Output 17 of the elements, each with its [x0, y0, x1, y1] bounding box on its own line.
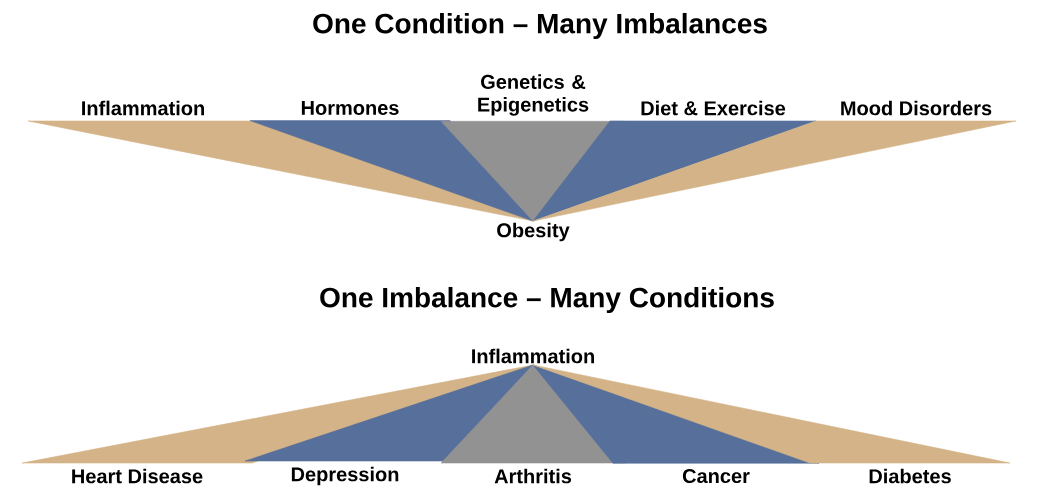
factor-label: Inflammation: [82, 100, 204, 116]
heading: One Condition – Many Imbalances: [313, 12, 767, 40]
factor-label: Hormones: [301, 101, 399, 115]
wedge: [249, 120, 534, 222]
heading: One Imbalance – Many Conditions: [320, 286, 774, 314]
factor-label: Arthritis: [494, 468, 572, 484]
wedge: [532, 120, 817, 222]
factor-label: Diabetes: [869, 468, 951, 484]
wedge: [244, 364, 534, 462]
factor-label: Mood Disorders: [841, 100, 992, 116]
factor-label: Diet & Exercise: [641, 100, 786, 116]
factor-label: Depression: [291, 466, 399, 486]
factor-label: Inflammation: [472, 348, 594, 364]
factor-label: Genetics & Epigenetics: [478, 74, 589, 116]
factor-label: Heart Disease: [72, 468, 203, 484]
factor-label: Obesity: [497, 222, 570, 242]
factor-label: Cancer: [682, 468, 750, 484]
